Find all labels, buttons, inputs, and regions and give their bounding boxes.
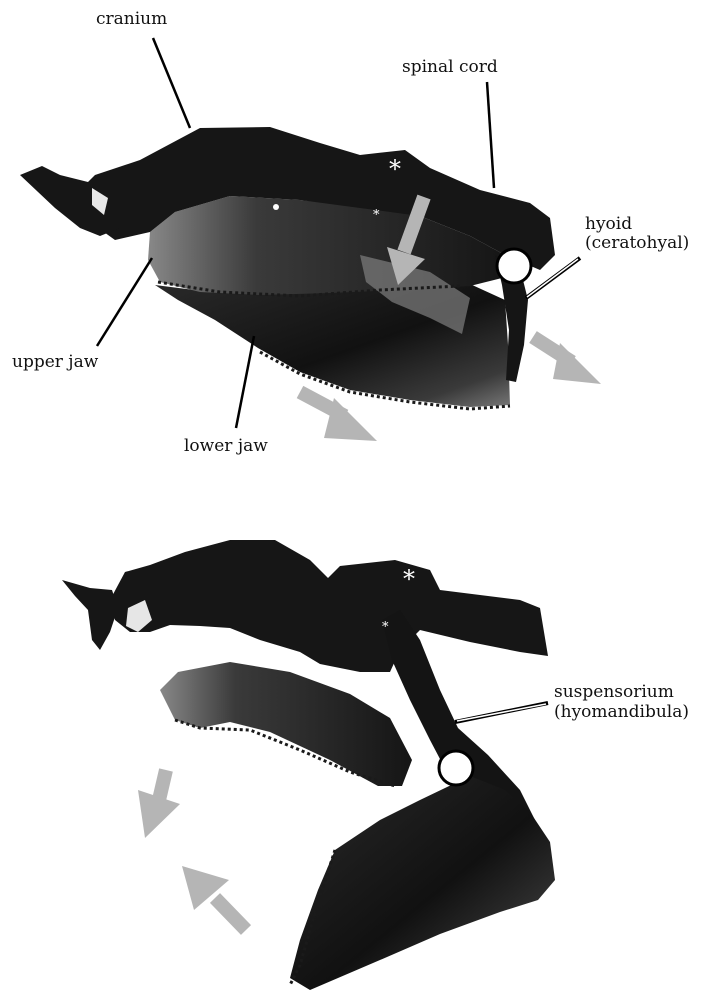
top-arrow-hyoid-back [533, 337, 601, 384]
top-hyoid-joint-marker [497, 249, 531, 283]
ceratohyal-label: (ceratohyal) [585, 234, 689, 253]
bottom-snout-shape [62, 580, 118, 650]
upper-jaw-leader-line [97, 258, 152, 346]
spinal-cord-leader-line [487, 82, 494, 188]
hyoid-label: hyoid [585, 215, 632, 234]
bottom-skull-illustration [62, 540, 555, 990]
cranium-leader-line [153, 38, 190, 128]
bottom-lower-jaw-shape [290, 776, 555, 990]
bottom-cranium-shape [110, 540, 548, 672]
bottom-leader-lines [455, 703, 548, 722]
top-skull-illustration [20, 127, 555, 409]
suspensorium-label: suspensorium [554, 683, 674, 702]
bottom-upper-jaw-shape [160, 662, 412, 786]
hyomandibula-label: (hyomandibula) [554, 703, 689, 722]
bottom-arrow-upper-jaw-down [138, 770, 180, 838]
spinal-cord-label: spinal cord [402, 58, 498, 77]
top-large-asterisk: * [389, 160, 401, 179]
upper-jaw-label: upper jaw [12, 353, 98, 372]
bottom-arrows [138, 770, 246, 930]
cranium-label: cranium [96, 10, 167, 29]
bottom-arrow-lower-jaw-up [182, 866, 246, 930]
top-small-asterisk: * [373, 206, 380, 225]
lower-jaw-label: lower jaw [184, 437, 268, 456]
top-cranium-dot [273, 204, 279, 210]
suspensorium-leader-line-highlight [457, 704, 546, 721]
top-arrow-lower-jaw [300, 392, 377, 441]
lower-jaw-leader-line [236, 336, 254, 428]
bottom-small-asterisk: * [382, 618, 389, 637]
bottom-large-asterisk: * [403, 570, 415, 589]
bottom-hyomandibula-joint-marker [439, 751, 473, 785]
